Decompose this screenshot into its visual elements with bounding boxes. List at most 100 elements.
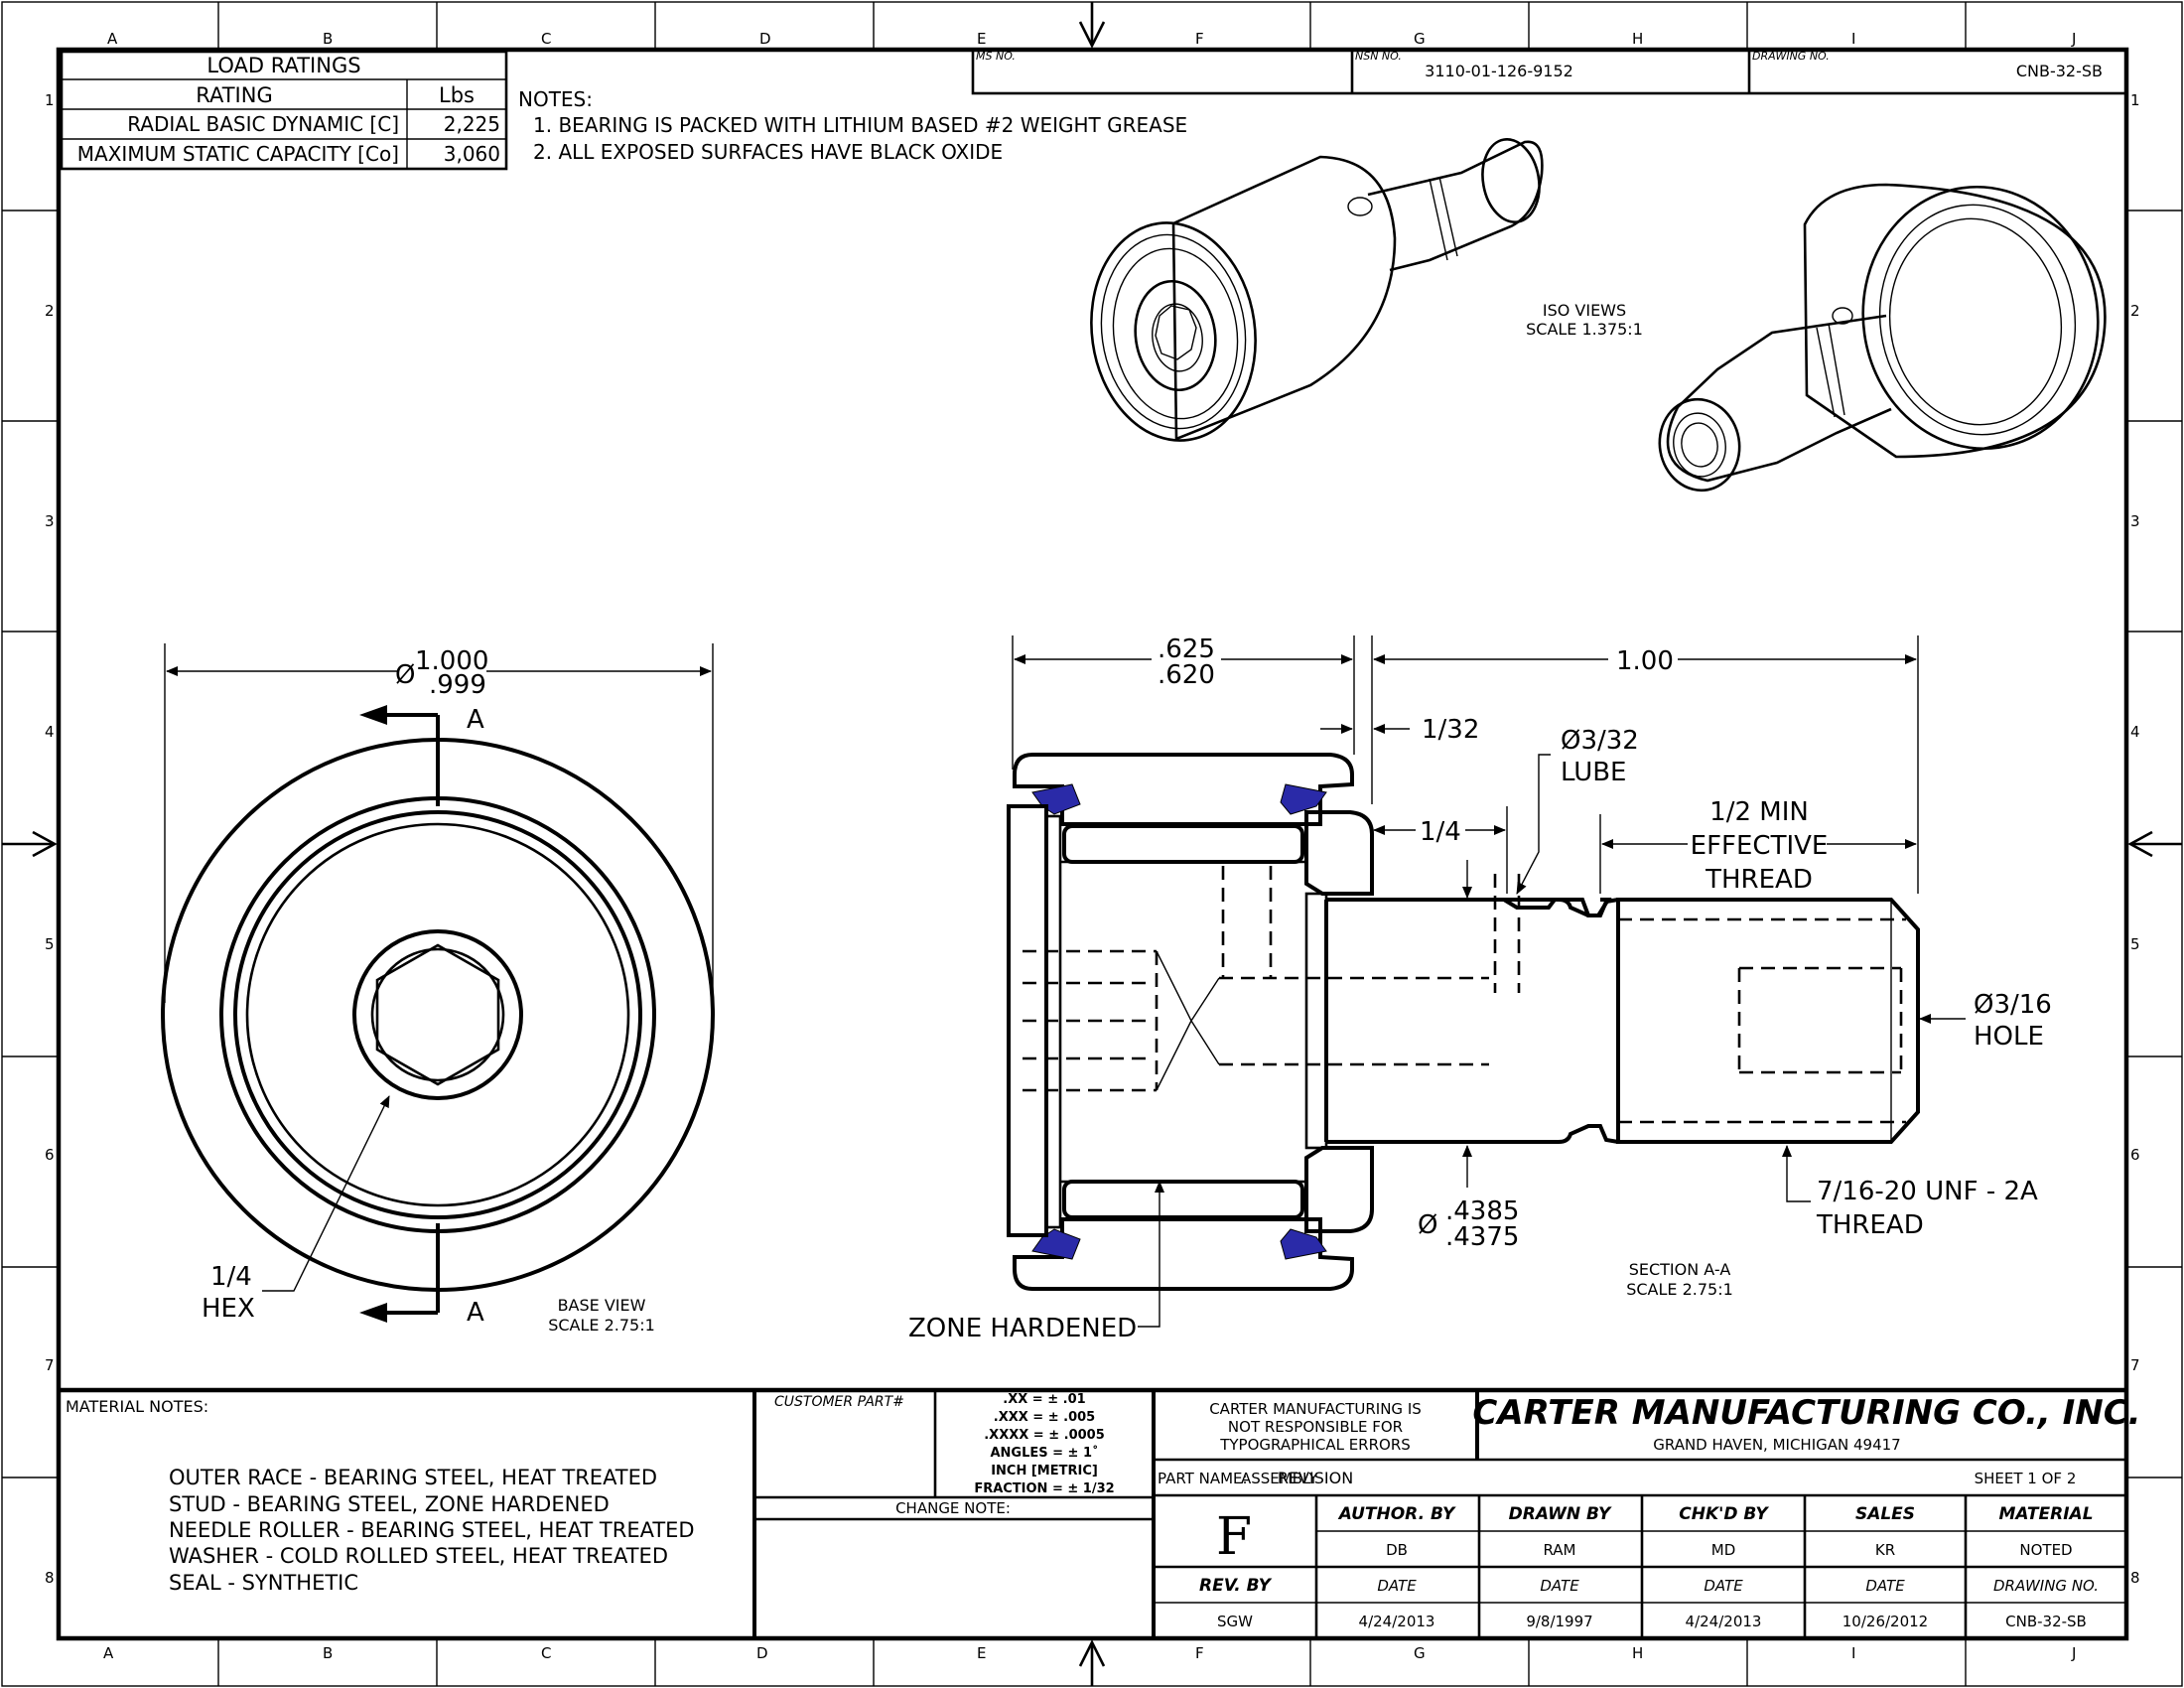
section-view-label: SECTION A-A — [1629, 1260, 1731, 1279]
iso-views-scale: SCALE 1.375:1 — [1526, 320, 1643, 339]
zone-col-i-top: I — [1851, 30, 1855, 48]
chkd-value: MD — [1711, 1541, 1736, 1559]
stud-dia-lower: .4375 — [1445, 1222, 1519, 1252]
rating-label-dynamic: RADIAL BASIC DYNAMIC [C] — [127, 112, 399, 136]
notes-title: NOTES: — [518, 87, 593, 111]
iso-view-right — [1658, 183, 2107, 492]
zone-row-1-right: 1 — [2130, 91, 2140, 109]
base-view-label: BASE VIEW — [558, 1296, 646, 1315]
revision-label: REVISION — [1278, 1469, 1353, 1487]
base-view — [161, 643, 715, 1323]
sales-date-value: 10/26/2012 — [1843, 1613, 1928, 1630]
stud-length: 1.00 — [1616, 646, 1674, 676]
zone-col-g-bottom: G — [1414, 1644, 1426, 1662]
disclaimer-2: NOT RESPONSIBLE FOR — [1228, 1418, 1403, 1436]
hole-dia: Ø3/16 — [1974, 990, 2052, 1020]
tol-angles: ANGLES = ± 1˚ — [990, 1445, 1098, 1461]
zone-col-d-bottom: D — [756, 1644, 768, 1662]
section-view-scale: SCALE 2.75:1 — [1626, 1280, 1733, 1299]
zone-col-b-top: B — [323, 30, 333, 48]
zone-col-h-top: H — [1632, 30, 1643, 48]
customer-part-label: CUSTOMER PART# — [774, 1394, 904, 1410]
base-dia-upper: 1.000 — [415, 646, 488, 676]
part-name-label: PART NAME: — [1158, 1470, 1248, 1487]
rev-date-value: 4/24/2013 — [1359, 1613, 1435, 1630]
ms-no-label: MS NO. — [976, 50, 1016, 63]
zone-col-j-top: J — [2071, 30, 2076, 48]
title-block — [59, 1387, 2126, 1638]
disclaimer-1: CARTER MANUFACTURING IS — [1209, 1400, 1422, 1418]
iso-view-left — [1090, 138, 1544, 442]
material-value: NOTED — [2019, 1541, 2072, 1559]
chkd-date-value: 4/24/2013 — [1686, 1613, 1762, 1630]
material-label: MATERIAL — [1998, 1504, 2093, 1524]
top-reference-block: MS NO. NSN NO. 3110-01-126-9152 DRAWING … — [971, 48, 2128, 95]
zone-row-3-left: 3 — [45, 512, 55, 530]
lube-dia: Ø3/32 — [1561, 726, 1639, 756]
author-value: DB — [1386, 1541, 1408, 1559]
rev-by-value: SGW — [1217, 1613, 1253, 1630]
drawing-no-label: DRAWING NO. — [1752, 50, 1830, 63]
zone-row-7-left: 7 — [45, 1356, 55, 1374]
zone-col-f-bottom: F — [1195, 1644, 1204, 1662]
tol-units: INCH [METRIC] — [991, 1464, 1098, 1478]
material-3: NEEDLE ROLLER - BEARING STEEL, HEAT TREA… — [169, 1518, 695, 1542]
zone-row-8-left: 8 — [45, 1569, 55, 1587]
zone-col-c-top: C — [541, 30, 551, 48]
tol-xxx: .XXX = ± .005 — [994, 1410, 1095, 1425]
zone-col-e-bottom: E — [977, 1644, 986, 1662]
drawn-date-value: 9/8/1997 — [1526, 1613, 1592, 1630]
stud-dia-upper: .4385 — [1445, 1196, 1519, 1226]
company-location: GRAND HAVEN, MICHIGAN 49417 — [1653, 1436, 1900, 1454]
date-label-3: DATE — [1704, 1577, 1743, 1595]
zone-row-1-left: 1 — [45, 91, 55, 109]
unit-header: Lbs — [439, 83, 475, 107]
tol-xx: .XX = ± .01 — [1003, 1392, 1085, 1407]
stud-dia-symbol: Ø — [1418, 1210, 1437, 1240]
zone-row-2-left: 2 — [45, 302, 55, 320]
zone-col-f-top: F — [1195, 30, 1204, 48]
zone-row-4-left: 4 — [45, 723, 55, 741]
thread-length-3: THREAD — [1705, 865, 1813, 895]
company-name: CARTER MANUFACTURING CO., INC. — [1472, 1393, 2140, 1433]
iso-views-label: ISO VIEWS — [1543, 301, 1626, 320]
base-view-scale: SCALE 2.75:1 — [548, 1316, 655, 1335]
gap-dim: 1/32 — [1422, 715, 1479, 745]
disclaimer-3: TYPOGRAPHICAL ERRORS — [1219, 1436, 1411, 1454]
zone-row-6-right: 6 — [2130, 1146, 2140, 1164]
zone-hardened-label: ZONE HARDENED — [908, 1314, 1137, 1343]
hole-label: HOLE — [1974, 1022, 2044, 1052]
zone-col-i-bottom: I — [1851, 1644, 1855, 1662]
date-label-1: DATE — [1377, 1577, 1417, 1595]
drawing-no-label-bottom: DRAWING NO. — [1993, 1577, 2099, 1595]
author-label: AUTHOR. BY — [1337, 1504, 1456, 1524]
zone-row-4-right: 4 — [2130, 723, 2140, 741]
hex-size: 1/4 — [210, 1262, 252, 1292]
width-upper: .625 — [1158, 634, 1215, 664]
zone-col-d-top: D — [759, 30, 771, 48]
zone-row-3-right: 3 — [2130, 512, 2140, 530]
rating-value-static: 3,060 — [444, 142, 500, 166]
zone-col-e-top: E — [977, 30, 986, 48]
zone-col-j-bottom: J — [2071, 1644, 2076, 1662]
rating-value-dynamic: 2,225 — [444, 112, 500, 136]
note-1: 1. BEARING IS PACKED WITH LITHIUM BASED … — [533, 113, 1187, 137]
material-notes-title: MATERIAL NOTES: — [66, 1397, 208, 1416]
section-view — [1007, 635, 1966, 1328]
change-note-label: CHANGE NOTE: — [895, 1499, 1011, 1517]
sheet-number: SHEET 1 OF 2 — [1975, 1470, 2077, 1487]
lube-label: LUBE — [1561, 758, 1627, 787]
lube-offset: 1/4 — [1420, 817, 1461, 847]
tol-xxxx: .XXXX = ± .0005 — [984, 1428, 1105, 1443]
zone-row-2-right: 2 — [2130, 302, 2140, 320]
material-2: STUD - BEARING STEEL, ZONE HARDENED — [169, 1492, 610, 1516]
section-a-upper: A — [467, 705, 484, 735]
base-dia-symbol: Ø — [395, 660, 415, 690]
date-label-2: DATE — [1540, 1577, 1579, 1595]
zone-col-h-bottom: H — [1632, 1644, 1643, 1662]
material-4: WASHER - COLD ROLLED STEEL, HEAT TREATED — [169, 1544, 668, 1568]
section-a-lower: A — [467, 1298, 484, 1328]
zone-row-7-right: 7 — [2130, 1356, 2140, 1374]
thread-length-2: EFFECTIVE — [1691, 831, 1829, 861]
